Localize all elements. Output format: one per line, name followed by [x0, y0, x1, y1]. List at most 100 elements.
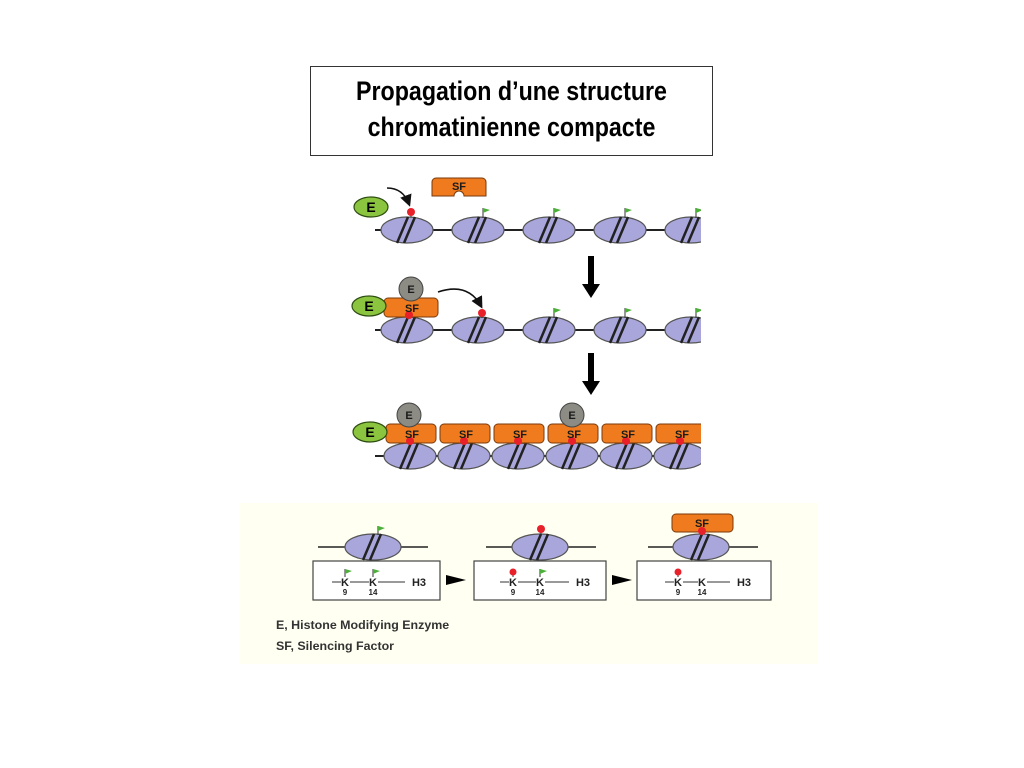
legend-enzyme: E, Histone Modifying Enzyme: [276, 620, 450, 632]
nucleosome: [653, 442, 701, 470]
lysine-label: K: [536, 577, 544, 589]
nucleosome: [593, 216, 647, 244]
sf-label: SF: [405, 303, 419, 315]
green-flag-mark: [539, 569, 547, 577]
histone-tail-box: [636, 560, 772, 601]
silencing-factor: SF: [431, 177, 487, 197]
chromatin-row-2: SF E: [375, 276, 701, 344]
curved-arrow: [437, 288, 483, 309]
sf-label: SF: [513, 429, 527, 441]
red-mark: [509, 568, 517, 577]
sf-label: SF: [675, 429, 689, 441]
step-arrow: [446, 575, 466, 585]
silencing-factor: SF: [493, 423, 545, 445]
green-flag-mark: [624, 308, 632, 318]
green-flag-mark: [695, 208, 701, 218]
step-arrow: [612, 575, 632, 585]
nucleosome: [522, 316, 576, 344]
silencing-factor: SF: [547, 423, 599, 445]
bound-enzyme: E: [398, 276, 424, 302]
silencing-factor: SF: [601, 423, 653, 445]
red-mark: [537, 525, 545, 535]
h3-label: H3: [576, 577, 590, 589]
site-9-label: 9: [676, 588, 681, 597]
down-arrow: [582, 353, 600, 395]
enzyme-badge-label: E: [364, 298, 373, 314]
green-flag-mark: [553, 308, 561, 318]
enzyme-badge-label: E: [366, 199, 375, 215]
sf-label: SF: [452, 181, 466, 193]
nucleosome: [380, 216, 434, 244]
silencing-factor: SF: [385, 423, 437, 445]
nucleosome: [599, 442, 653, 470]
green-flag-mark: [695, 308, 701, 318]
legend-silencing-factor: SF, Silencing Factor: [276, 641, 395, 653]
nucleosome: [522, 216, 576, 244]
silencing-factor: SF: [655, 423, 701, 445]
green-flag-mark: [482, 208, 490, 218]
enzyme-label: E: [407, 284, 414, 296]
green-flag-mark: [377, 526, 385, 535]
step-3: SF K K H3 9 14: [636, 513, 772, 601]
nucleosome: [451, 216, 505, 244]
red-mark: [478, 309, 486, 318]
bound-enzyme: E: [559, 402, 585, 428]
site-9-label: 9: [343, 588, 348, 597]
enzyme-label: E: [405, 410, 412, 422]
enzyme-badge-label: E: [365, 424, 374, 440]
chromatin-row-3: SF SF SF SF SF SF E E: [375, 402, 701, 470]
nucleosome: [437, 442, 491, 470]
title-line-1: Propagation d’une structure: [356, 76, 667, 106]
silencing-factor: SF: [671, 513, 734, 535]
title-line-2: chromatinienne compacte: [367, 112, 656, 142]
nucleosome: [491, 442, 545, 470]
sf-label: SF: [459, 429, 473, 441]
enzyme-badge: E: [352, 421, 388, 443]
h3-label: H3: [412, 577, 426, 589]
nucleosome: [383, 442, 437, 470]
histone-modification-steps: K K H3 9 14 K K H3 9 14: [312, 513, 772, 601]
enzyme-badge: E: [351, 295, 387, 317]
histone-tail-box: [473, 560, 607, 601]
silencing-factor: SF: [439, 423, 491, 445]
silencing-factor: SF: [383, 297, 439, 319]
green-flag-mark: [372, 569, 380, 577]
chromatin-row-1: SF: [375, 177, 701, 244]
green-flag-mark: [344, 569, 352, 577]
site-14-label: 14: [536, 588, 545, 597]
title-box: Propagation d’une structure chromatinien…: [310, 66, 713, 156]
propagation-diagram: SF SF E: [375, 177, 701, 470]
green-flag-mark: [624, 208, 632, 218]
lysine-label: K: [698, 577, 706, 589]
h3-label: H3: [737, 577, 751, 589]
site-14-label: 14: [698, 588, 707, 597]
curved-arrow: [386, 187, 412, 207]
red-mark: [407, 208, 415, 217]
enzyme-label: E: [568, 410, 575, 422]
lysine-label: K: [674, 577, 682, 589]
nucleosome: [664, 216, 701, 244]
sf-label: SF: [567, 429, 581, 441]
sf-label: SF: [621, 429, 635, 441]
step-1: K K H3 9 14: [312, 526, 441, 601]
nucleosome: [545, 442, 599, 470]
step-2: K K H3 9 14: [473, 525, 607, 601]
lysine-label: K: [509, 577, 517, 589]
enzyme-badge: E: [353, 196, 389, 218]
red-mark: [674, 568, 682, 577]
bound-enzyme: E: [396, 402, 422, 428]
sf-label: SF: [695, 518, 709, 530]
histone-tail-box: [312, 560, 441, 601]
nucleosome: [451, 316, 505, 344]
site-14-label: 14: [369, 588, 378, 597]
site-9-label: 9: [511, 588, 516, 597]
nucleosome: [380, 316, 434, 344]
nucleosome: [664, 316, 701, 344]
down-arrow: [582, 256, 600, 298]
nucleosome: [593, 316, 647, 344]
green-flag-mark: [553, 208, 561, 218]
sf-label: SF: [405, 429, 419, 441]
lysine-label: K: [341, 577, 349, 589]
lysine-label: K: [369, 577, 377, 589]
